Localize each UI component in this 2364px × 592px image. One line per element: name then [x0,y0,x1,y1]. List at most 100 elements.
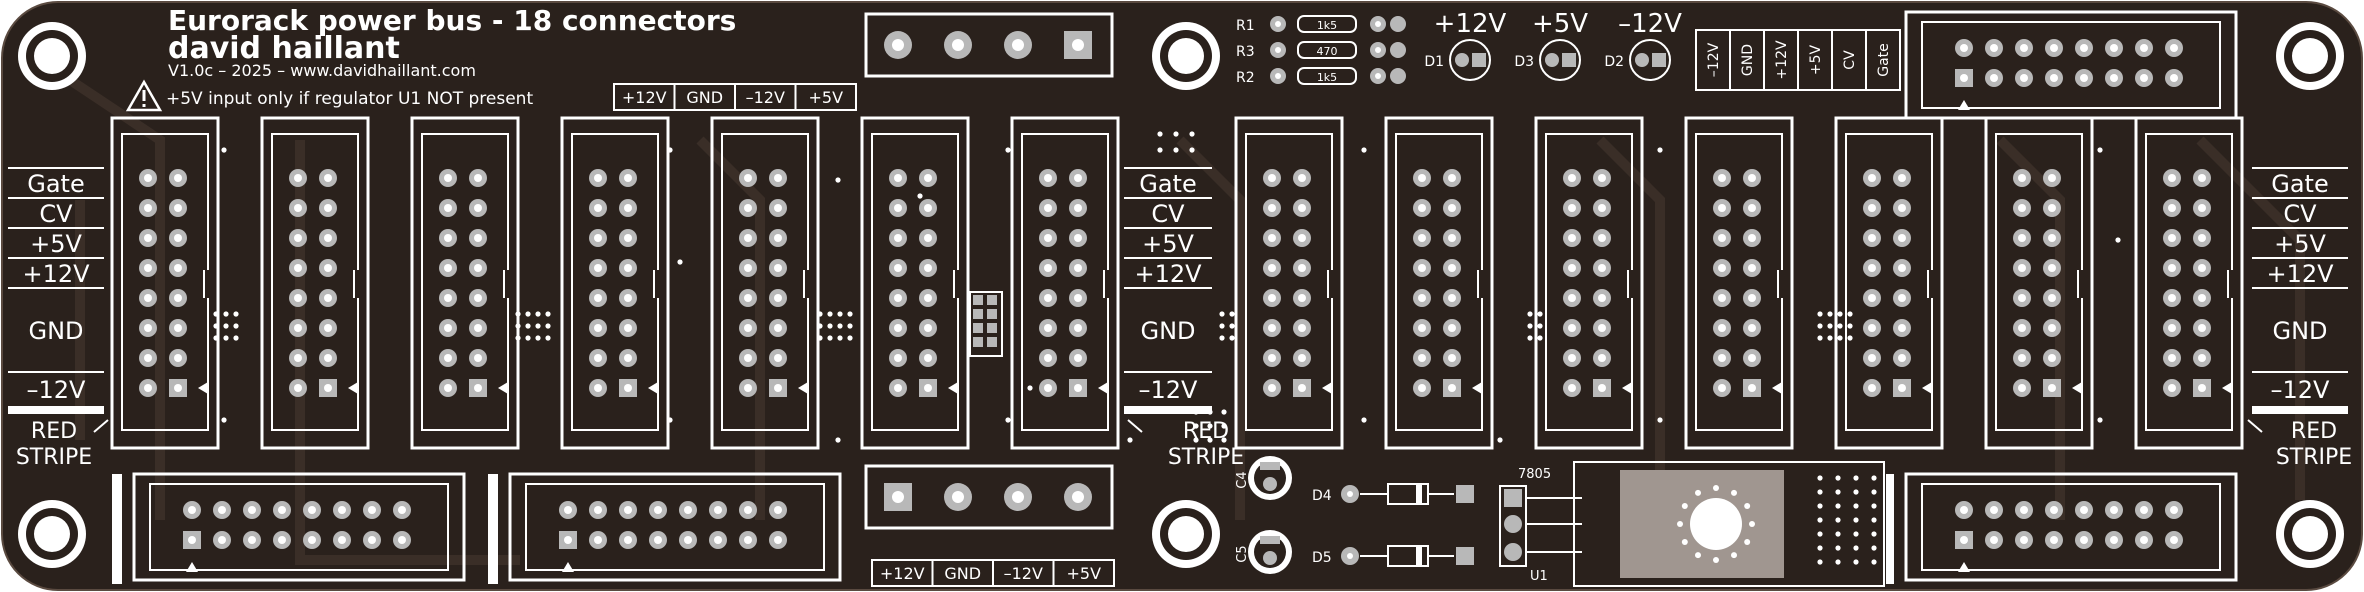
pin-hole [2020,506,2028,514]
via [1189,131,1195,137]
pin-hole [654,506,662,514]
via [1027,385,1033,391]
led-pad [1455,53,1469,67]
pin-hole [174,264,182,272]
pin-hole [2110,44,2118,52]
pin-hole [188,536,196,544]
stripe-arrow [2247,419,2263,433]
pin-hole [2080,536,2088,544]
resistor-pad [1390,16,1406,32]
pin-hole [294,204,302,212]
terminal-hole [1072,491,1084,503]
pin-hole [924,264,932,272]
idc-connector-vertical [860,116,970,450]
pin1-marker [1472,382,1482,394]
regulator-ref: U1 [1530,569,1548,584]
pin-hole [1448,174,1456,182]
via [1817,475,1823,481]
idc-connector-vertical [1384,116,1494,450]
pin-hole [1044,324,1052,332]
pin1-marker [1922,382,1932,394]
mounting-holes [18,22,2344,568]
via [1127,437,1133,443]
mounting-hole [34,38,70,74]
pin-hole [1568,354,1576,362]
diode-hole [1347,553,1353,559]
pin-hole [1898,234,1906,242]
led-pad-square [1472,53,1486,67]
pin-hole [1044,204,1052,212]
pin-hole [1598,174,1606,182]
connector-outline [508,472,842,582]
pin-hole [624,536,632,544]
pin-hole [1868,174,1876,182]
edge-bar [112,474,122,584]
pin-hole [444,324,452,332]
via [2097,147,2103,153]
capacitor-ref: C4 [1235,471,1250,488]
header-pad [973,309,983,319]
via [535,311,541,317]
pin-hole [624,174,632,182]
pin-hole [144,174,152,182]
pin-hole [444,354,452,362]
resistor-body [1297,15,1357,33]
via [1157,147,1163,153]
pin-hole [1960,74,1968,82]
via [1853,503,1859,509]
resistor-hole [1275,47,1281,53]
pin-hole [1268,204,1276,212]
pin-hole [594,384,602,392]
pin-hole [474,384,482,392]
pin-hole [594,506,602,514]
pin-hole [684,506,692,514]
pin-hole [1074,384,1082,392]
via [917,193,923,199]
via [545,335,551,341]
via [1207,423,1213,429]
pin-hole [2048,354,2056,362]
pin-hole [324,294,332,302]
pin1-marker [198,382,208,394]
pin-hole [1598,294,1606,302]
pin1-marker [1622,382,1632,394]
pin1-marker [1098,382,1108,394]
resistor-hole [1375,21,1381,27]
via [221,417,227,423]
via [1853,489,1859,495]
pin-hole [1448,234,1456,242]
trace [1176,136,1245,520]
stripe-label-stripe: STRIPE [1168,445,1244,470]
pin-hole [1960,44,1968,52]
via [1361,147,1367,153]
pin-hole [774,354,782,362]
idc-connector-vertical [1234,116,1344,450]
via [1817,503,1823,509]
rail-label: +5V [808,88,843,107]
via [817,311,823,317]
pin-hole [1748,324,1756,332]
pin-hole [2048,324,2056,332]
idc-connector-vertical [560,116,670,450]
diode-ref: D4 [1312,488,1332,504]
pin-hole [1418,264,1426,272]
terminal-hole [952,491,964,503]
pin-hole [594,536,602,544]
pin-hole [1044,174,1052,182]
pin-hole [474,234,482,242]
pin-hole [594,354,602,362]
pin-hole [594,234,602,242]
idc-connector-vertical [710,116,820,450]
via [545,311,551,317]
pin1-marker [1958,562,1970,572]
terminal-hole [892,39,904,51]
idc-connector-vertical [1010,116,1120,450]
via [1837,323,1843,329]
via [1207,437,1213,443]
pin-hole [594,324,602,332]
pin1-marker [1322,382,1332,394]
via [1193,437,1199,443]
pin-hole [1990,44,1998,52]
pin-hole [594,264,602,272]
